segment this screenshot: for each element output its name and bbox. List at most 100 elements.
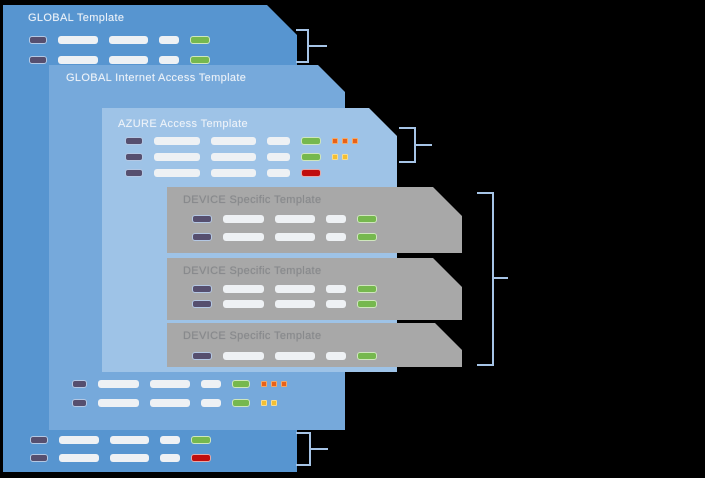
purple-config-bar: [29, 56, 47, 64]
green-config-bar: [357, 300, 377, 308]
green-config-bar: [301, 137, 321, 145]
device-specific-template-box-3: DEVICE Specific Template: [167, 323, 462, 367]
white-config-bar: [223, 215, 264, 223]
purple-config-bar: [192, 300, 212, 308]
config-row: [192, 352, 377, 360]
yellow-dot-icon: [332, 154, 338, 160]
white-config-bar: [211, 169, 256, 177]
purple-config-bar: [125, 137, 143, 145]
white-config-bar: [159, 36, 179, 44]
green-config-bar: [191, 436, 211, 444]
global-template-bracket: [296, 29, 327, 63]
config-row: [29, 56, 210, 64]
config-row: [125, 137, 358, 145]
orange-dot-icon: [261, 381, 267, 387]
white-config-bar: [110, 436, 149, 444]
white-config-bar: [326, 285, 346, 293]
white-config-bar: [154, 137, 200, 145]
white-config-bar: [275, 215, 315, 223]
purple-config-bar: [192, 285, 212, 293]
white-config-bar: [275, 300, 315, 308]
config-row: [29, 36, 210, 44]
white-config-bar: [58, 56, 98, 64]
device-specific-template-title: DEVICE Specific Template: [183, 330, 322, 342]
purple-config-bar: [192, 215, 212, 223]
white-config-bar: [275, 285, 315, 293]
device-specific-template-box-1: DEVICE Specific Template: [167, 187, 462, 253]
purple-config-bar: [29, 36, 47, 44]
white-config-bar: [326, 300, 346, 308]
white-config-bar: [326, 215, 346, 223]
white-config-bar: [160, 454, 180, 462]
purple-config-bar: [72, 399, 87, 407]
white-config-bar: [275, 352, 315, 360]
white-config-bar: [160, 436, 180, 444]
config-row: [30, 436, 211, 444]
yellow-dot-icon: [261, 400, 267, 406]
green-config-bar: [301, 153, 321, 161]
purple-config-bar: [30, 436, 48, 444]
white-config-bar: [211, 137, 256, 145]
white-config-bar: [150, 399, 190, 407]
purple-config-bar: [30, 454, 48, 462]
white-config-bar: [154, 153, 200, 161]
orange-dot-icon: [342, 138, 348, 144]
white-config-bar: [109, 36, 148, 44]
config-row: [125, 153, 348, 161]
config-row: [72, 399, 277, 407]
white-config-bar: [211, 153, 256, 161]
green-config-bar: [190, 56, 210, 64]
white-config-bar: [326, 233, 346, 241]
white-config-bar: [59, 454, 99, 462]
green-config-bar: [190, 36, 210, 44]
orange-dot-icon: [281, 381, 287, 387]
orange-dot-icon: [332, 138, 338, 144]
config-row: [72, 380, 287, 388]
red-config-bar: [301, 169, 321, 177]
white-config-bar: [98, 380, 139, 388]
orange-dot-group: [261, 381, 287, 387]
white-config-bar: [58, 36, 98, 44]
device-templates-bracket: [477, 192, 508, 366]
device-specific-template-box-2: DEVICE Specific Template: [167, 258, 462, 320]
green-config-bar: [357, 215, 377, 223]
orange-dot-group: [332, 138, 358, 144]
white-config-bar: [150, 380, 190, 388]
yellow-dot-group: [261, 400, 277, 406]
config-row: [125, 169, 321, 177]
azure-template-bracket: [399, 127, 432, 163]
azure-access-template-title: AZURE Access Template: [118, 118, 249, 130]
global-internet-access-template-title: GLOBAL Internet Access Template: [66, 72, 247, 84]
purple-config-bar: [125, 169, 143, 177]
white-config-bar: [109, 56, 148, 64]
yellow-dot-icon: [342, 154, 348, 160]
white-config-bar: [201, 399, 221, 407]
white-config-bar: [326, 352, 346, 360]
green-config-bar: [357, 285, 377, 293]
yellow-dot-icon: [271, 400, 277, 406]
white-config-bar: [223, 233, 264, 241]
purple-config-bar: [192, 352, 212, 360]
white-config-bar: [223, 300, 264, 308]
config-row: [192, 215, 377, 223]
purple-config-bar: [192, 233, 212, 241]
config-row: [192, 233, 377, 241]
white-config-bar: [110, 454, 149, 462]
white-config-bar: [267, 153, 290, 161]
red-config-bar: [191, 454, 211, 462]
white-config-bar: [267, 137, 290, 145]
white-config-bar: [201, 380, 221, 388]
device-specific-template-title: DEVICE Specific Template: [183, 194, 322, 206]
green-config-bar: [232, 399, 250, 407]
device-specific-template-title: DEVICE Specific Template: [183, 265, 322, 277]
purple-config-bar: [72, 380, 87, 388]
global-template-title: GLOBAL Template: [28, 12, 125, 24]
orange-dot-icon: [271, 381, 277, 387]
white-config-bar: [59, 436, 99, 444]
green-config-bar: [232, 380, 250, 388]
green-config-bar: [357, 352, 377, 360]
config-row: [192, 285, 377, 293]
yellow-dot-group: [332, 154, 348, 160]
white-config-bar: [223, 285, 264, 293]
